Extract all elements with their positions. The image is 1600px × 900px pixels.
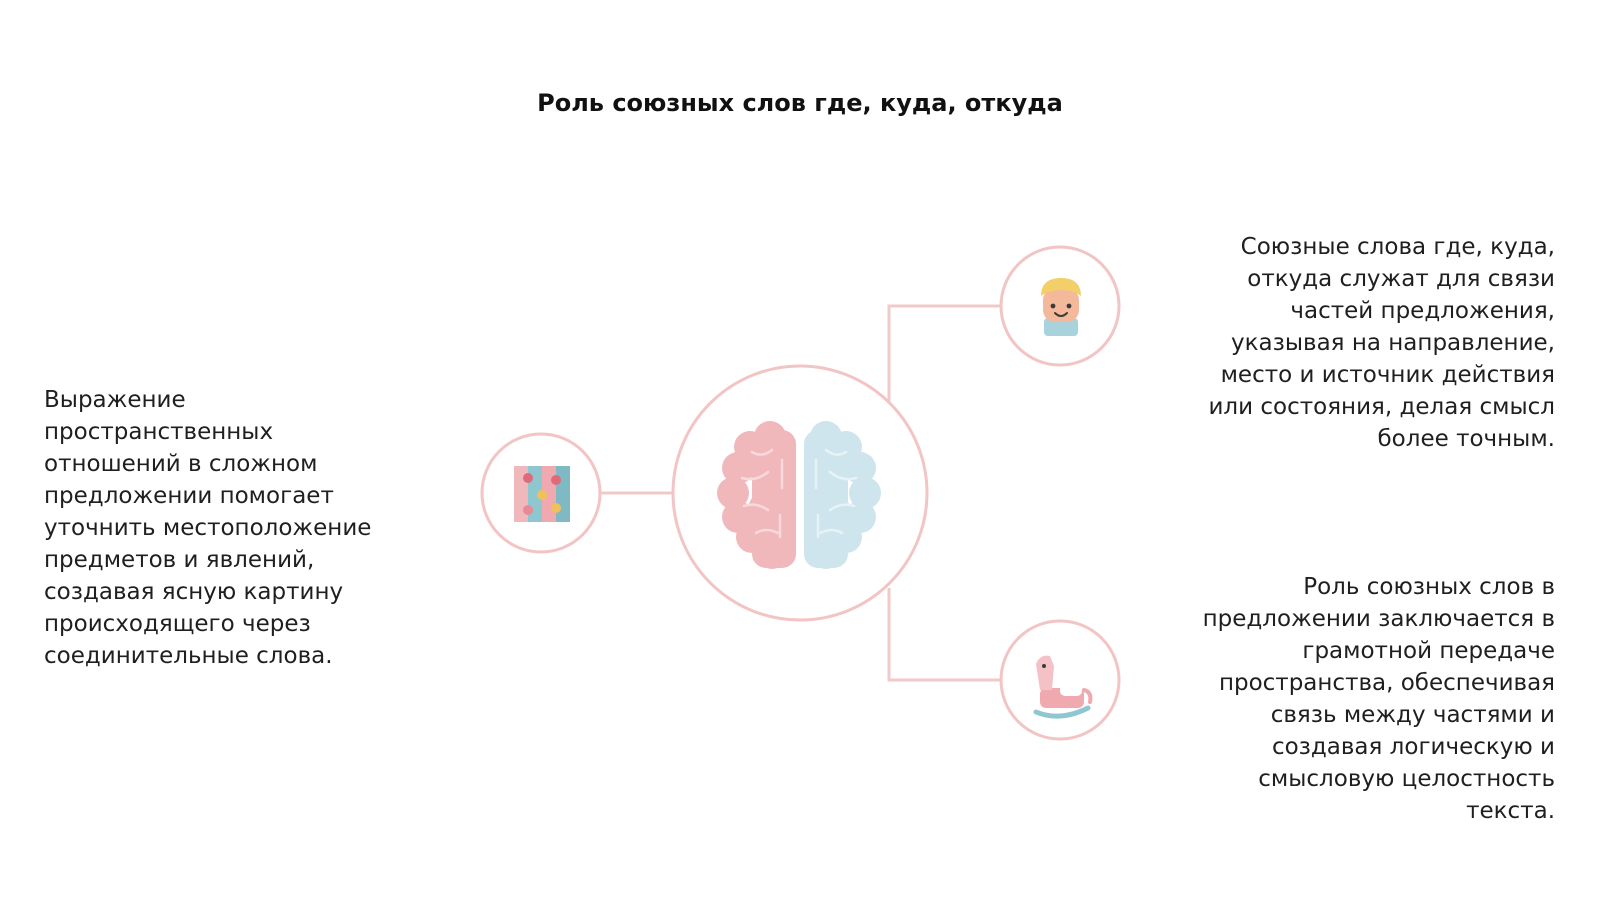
connector-top-right bbox=[887, 304, 1000, 403]
brain-icon bbox=[717, 421, 881, 572]
rocking-horse-icon bbox=[1033, 655, 1093, 719]
center-node bbox=[671, 364, 929, 622]
page-title: Роль союзных слов где, куда, откуда bbox=[537, 89, 1063, 117]
bottom-right-node bbox=[999, 619, 1121, 741]
connector-lines bbox=[600, 304, 1000, 682]
left-node bbox=[480, 432, 602, 554]
puzzle-icon bbox=[514, 466, 570, 522]
left-description: Выражение пространственных отношений в с… bbox=[44, 387, 372, 669]
connector-bottom-right bbox=[887, 588, 1000, 682]
top-right-node bbox=[999, 245, 1121, 367]
bottom-right-description: Роль союзных слов в предложении заключае… bbox=[1202, 574, 1555, 824]
top-right-description: Союзные слова где, куда, откуда служат д… bbox=[1208, 234, 1555, 452]
child-face-icon bbox=[1041, 278, 1081, 336]
